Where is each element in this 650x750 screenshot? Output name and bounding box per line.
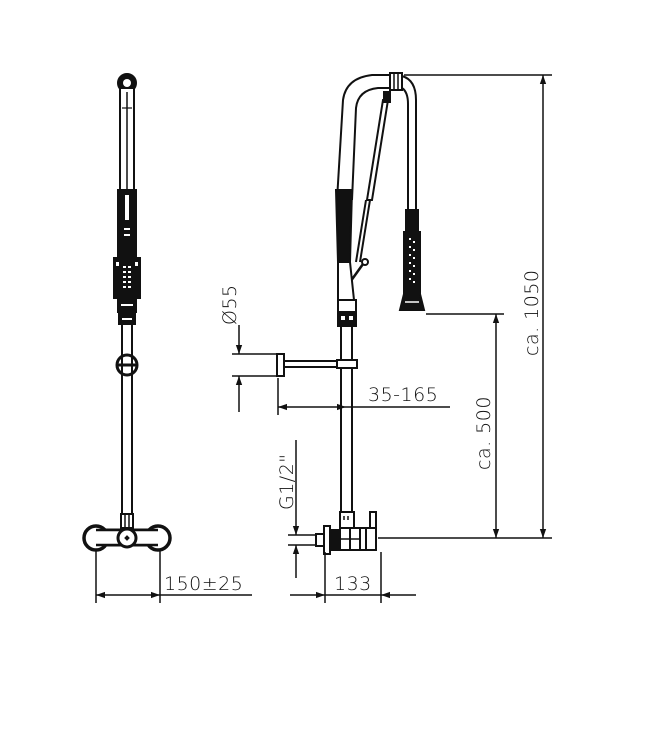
dimension-bracket-offset <box>277 378 450 415</box>
label-thread: G1/2" <box>276 453 298 510</box>
upper-riser-tube <box>119 87 135 194</box>
dimension-inlet-spacing <box>95 550 252 603</box>
side-riser-pipe <box>340 326 353 515</box>
side-view <box>276 72 426 555</box>
riser-grip <box>334 189 354 263</box>
spray-valve-body <box>337 261 357 327</box>
spray-valve-housing <box>113 257 141 325</box>
angle-valve <box>315 511 377 555</box>
spring-section <box>117 189 137 261</box>
dimension-total-height <box>404 74 552 538</box>
dimension-spray-height <box>378 313 552 539</box>
mixer-body <box>82 513 172 552</box>
riser-pipe <box>121 324 133 515</box>
dimension-valve-depth <box>290 552 416 603</box>
wall-bracket-arm <box>276 353 358 377</box>
wall-bracket-ring <box>115 353 139 377</box>
support-rod <box>341 91 391 292</box>
dimension-bracket-diameter <box>232 325 276 412</box>
gooseneck-arc <box>336 72 417 210</box>
dimension-thread <box>288 440 316 578</box>
label-valve-depth: 133 <box>334 573 372 595</box>
label-spray-height: ca. 500 <box>473 396 495 470</box>
front-view <box>82 73 172 552</box>
label-total-height: ca. 1050 <box>521 269 543 356</box>
spray-handle <box>398 209 426 311</box>
label-bracket-diameter: Ø55 <box>219 284 241 325</box>
label-bracket-offset: 35-165 <box>368 384 438 406</box>
label-inlet-spacing: 150±25 <box>164 573 243 595</box>
